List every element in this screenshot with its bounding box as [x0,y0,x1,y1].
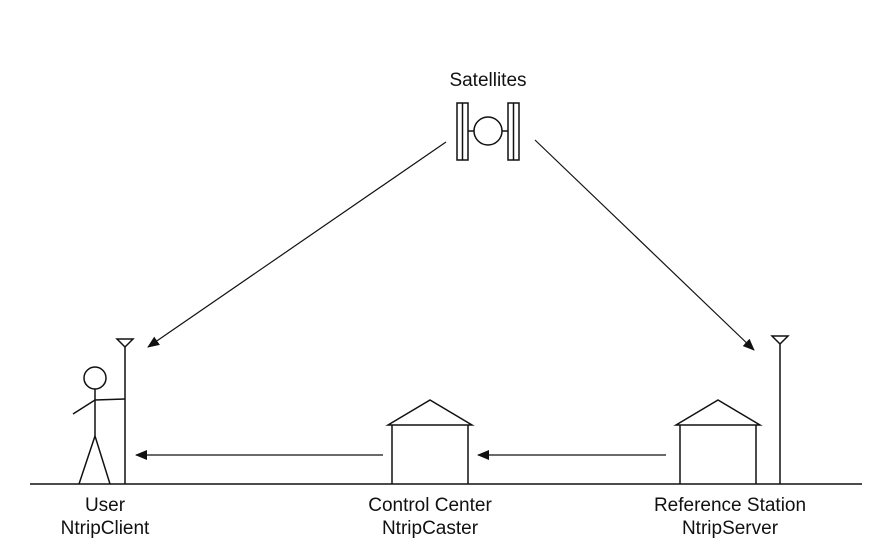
user-label: User [84,495,126,516]
signal-arrow-user [147,141,447,348]
ntrip-client-label: NtripClient [60,518,150,539]
person-icon [72,366,126,485]
user-antenna-icon [115,338,135,484]
reference-antenna-icon [770,335,790,484]
reference-station-label: Reference Station [653,495,807,516]
signal-arrow-reference [534,139,755,351]
satellite-icon [456,102,520,161]
ntrip-server-label: NtripServer [681,518,779,539]
reference-station-building-icon [673,399,763,484]
control-center-label: Control Center [368,495,492,516]
ntrip-caster-label: NtripCaster [381,518,479,539]
satellites-label: Satellites [449,70,527,91]
control-center-building-icon [385,399,475,484]
